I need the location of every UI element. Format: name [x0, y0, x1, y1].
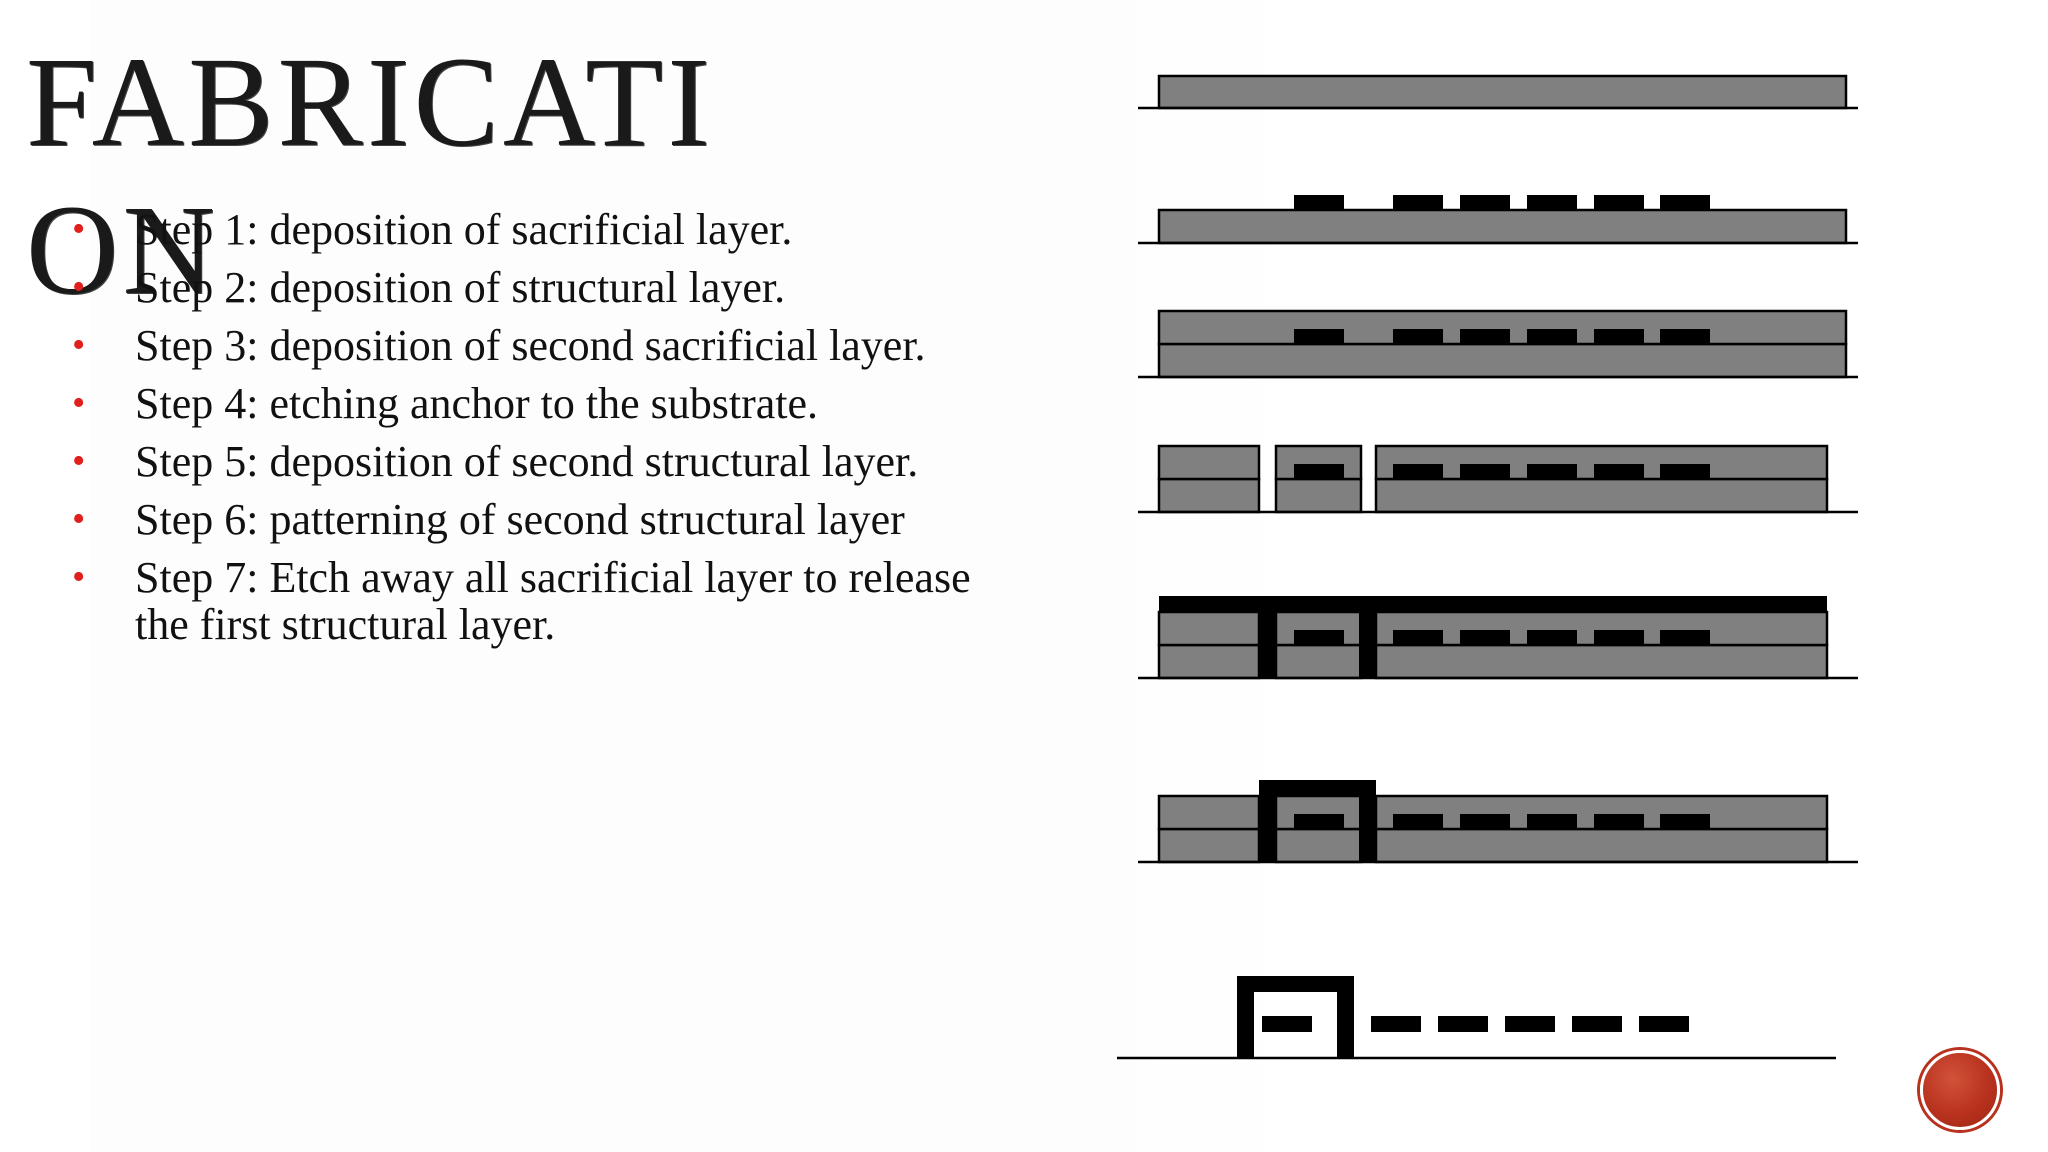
- released-structural-block: [1371, 1016, 1421, 1032]
- layer-segment: [1157, 610, 1261, 647]
- released-bridge-top: [1237, 976, 1354, 992]
- stage-1-diagram: [1138, 74, 1858, 110]
- layer-segment: [1157, 827, 1261, 864]
- sacrificial-layer: [1157, 342, 1848, 379]
- stage-7-diagram: [1117, 976, 1836, 1060]
- anchor-post: [1359, 596, 1376, 678]
- structural-block: [1294, 195, 1344, 210]
- released-structural-block: [1505, 1016, 1555, 1032]
- structural-block: [1660, 195, 1710, 210]
- step-text: Step 3: deposition of second sacrificial…: [135, 321, 926, 370]
- structural-block: [1660, 814, 1710, 829]
- step-text: Step 2: deposition of structural layer.: [135, 263, 786, 312]
- released-structural-block: [1572, 1016, 1622, 1032]
- list-item: • Step 2: deposition of structural layer…: [72, 264, 1032, 311]
- released-structural-block: [1262, 1016, 1312, 1032]
- stage-6-diagram: [1138, 780, 1858, 864]
- bullet-icon: •: [72, 498, 86, 540]
- structural-block: [1294, 464, 1344, 479]
- bullet-icon: •: [72, 208, 86, 250]
- structural-block: [1393, 464, 1443, 479]
- steps-list: • Step 1: deposition of sacrificial laye…: [72, 206, 1032, 659]
- layer-segment: [1274, 477, 1363, 514]
- structural-block: [1294, 329, 1344, 344]
- second-structural-layer: [1159, 596, 1827, 612]
- anchor-post: [1259, 596, 1276, 678]
- structural-block: [1393, 814, 1443, 829]
- structural-block: [1594, 630, 1644, 645]
- list-item: • Step 7: Etch away all sacrificial laye…: [72, 554, 1032, 648]
- structural-block: [1460, 195, 1510, 210]
- layer-segment: [1157, 794, 1261, 831]
- step-text: Step 6: patterning of second structural …: [135, 495, 905, 544]
- anchor-post: [1237, 976, 1254, 1057]
- anchor-post: [1337, 976, 1354, 1057]
- anchor-post: [1359, 780, 1376, 862]
- red-circle-logo-icon: [1920, 1050, 2000, 1130]
- structural-block: [1393, 195, 1443, 210]
- structural-block: [1460, 464, 1510, 479]
- list-item: • Step 5: deposition of second structura…: [72, 438, 1032, 485]
- layer-segment: [1374, 643, 1829, 680]
- list-item: • Step 4: etching anchor to the substrat…: [72, 380, 1032, 427]
- bullet-icon: •: [72, 324, 86, 366]
- structural-block: [1660, 630, 1710, 645]
- released-structural-block: [1438, 1016, 1488, 1032]
- patterned-structural-layer: [1259, 780, 1376, 796]
- structural-block: [1527, 464, 1577, 479]
- stage-2-diagram: [1138, 195, 1858, 245]
- structural-block: [1294, 630, 1344, 645]
- structural-block: [1594, 329, 1644, 344]
- step-text: Step 4: etching anchor to the substrate.: [135, 379, 819, 428]
- structural-block: [1460, 329, 1510, 344]
- sacrificial-layer: [1157, 208, 1848, 245]
- structural-block: [1294, 814, 1344, 829]
- structural-block: [1660, 329, 1710, 344]
- bullet-icon: •: [72, 266, 86, 308]
- structural-block: [1594, 464, 1644, 479]
- slide-title: FABRICATION: [26, 31, 714, 321]
- structural-block: [1460, 630, 1510, 645]
- layer-segment: [1374, 477, 1829, 514]
- structural-block: [1460, 814, 1510, 829]
- structural-block: [1527, 630, 1577, 645]
- list-item: • Step 1: deposition of sacrificial laye…: [72, 206, 1032, 253]
- layer-segment: [1274, 827, 1363, 864]
- anchor-post: [1259, 780, 1276, 862]
- bullet-icon: •: [72, 382, 86, 424]
- bullet-icon: •: [72, 440, 86, 482]
- structural-block: [1660, 464, 1710, 479]
- step-text: Step 1: deposition of sacrificial layer.: [135, 205, 793, 254]
- structural-block: [1527, 814, 1577, 829]
- list-item: • Step 3: deposition of second sacrifici…: [72, 322, 1032, 369]
- structural-block: [1594, 195, 1644, 210]
- structural-block: [1594, 814, 1644, 829]
- step-text: Step 5: deposition of second structural …: [135, 437, 919, 486]
- stage-3-diagram: [1138, 309, 1858, 379]
- list-item: • Step 6: patterning of second structura…: [72, 496, 1032, 543]
- stage-5-diagram: [1138, 596, 1858, 680]
- layer-segment: [1157, 477, 1261, 514]
- structural-block: [1527, 329, 1577, 344]
- layer-segment: [1157, 643, 1261, 680]
- structural-block: [1527, 195, 1577, 210]
- structural-block: [1393, 329, 1443, 344]
- released-structural-block: [1639, 1016, 1689, 1032]
- structural-block: [1393, 630, 1443, 645]
- sacrificial-layer: [1157, 74, 1848, 110]
- layer-segment: [1274, 643, 1363, 680]
- layer-segment: [1374, 827, 1829, 864]
- step-text: Step 7: Etch away all sacrificial layer …: [135, 553, 971, 649]
- bullet-icon: •: [72, 556, 86, 598]
- stage-4-diagram: [1138, 444, 1858, 514]
- layer-segment: [1157, 444, 1261, 481]
